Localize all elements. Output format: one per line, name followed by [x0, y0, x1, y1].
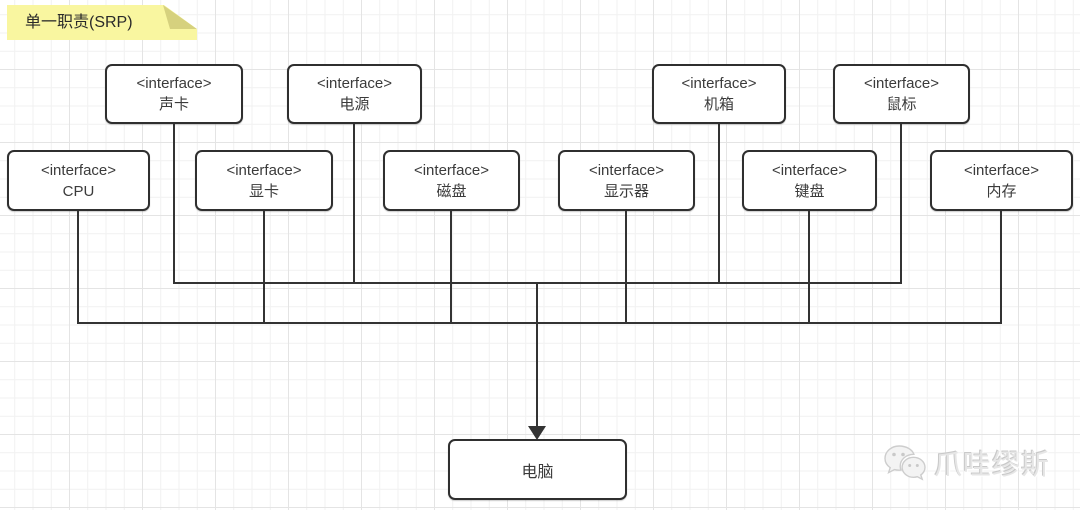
interface-box-soundcard: <interface> 声卡	[105, 64, 243, 124]
interface-label-monitor: 显示器	[603, 182, 649, 200]
interface-box-monitor: <interface> 显示器	[558, 150, 695, 211]
stereotype-label: <interface>	[588, 161, 665, 179]
interface-label-disk: 磁盘	[436, 182, 467, 200]
interface-box-disk: <interface> 磁盘	[383, 150, 520, 211]
interface-label-gpu: 显卡	[248, 182, 279, 200]
interface-box-mouse: <interface> 鼠标	[833, 64, 970, 124]
stereotype-label: <interface>	[413, 161, 490, 179]
folded-corner-icon	[163, 5, 197, 29]
stereotype-label: <interface>	[681, 75, 757, 92]
connector-leg-case	[718, 123, 720, 284]
interface-box-keyboard: <interface> 键盘	[742, 150, 877, 211]
title-note-label: 单一职责(SRP)	[25, 14, 133, 31]
arrowhead-icon	[528, 426, 546, 440]
stereotype-label: <interface>	[40, 161, 117, 179]
interface-box-gpu: <interface> 显卡	[195, 150, 333, 211]
connector-bus-lower	[77, 322, 1002, 324]
wechat-icon	[884, 445, 926, 481]
interface-box-power: <interface> 电源	[287, 64, 422, 124]
watermark: 爪哇缪斯	[882, 444, 1050, 482]
interface-label-soundcard: 声卡	[158, 96, 189, 113]
interface-label-cpu: CPU	[62, 182, 95, 200]
watermark-text: 爪哇缪斯	[934, 449, 1051, 480]
interface-label-power: 电源	[339, 96, 370, 113]
stereotype-label: <interface>	[963, 161, 1040, 179]
interface-box-cpu: <interface> CPU	[7, 150, 150, 211]
connector-leg-power	[353, 123, 355, 284]
computer-label: 电脑	[521, 463, 554, 481]
interface-label-case: 机箱	[703, 96, 734, 113]
stereotype-label: <interface>	[136, 75, 212, 92]
stereotype-label: <interface>	[226, 161, 302, 179]
connector-leg-soundcard	[173, 123, 175, 284]
connector-leg-monitor	[625, 210, 627, 324]
interface-label-mouse: 鼠标	[886, 96, 917, 113]
stereotype-label: <interface>	[863, 75, 940, 92]
connector-trunk	[536, 282, 538, 430]
connector-leg-mouse	[900, 123, 902, 284]
connector-leg-disk	[450, 210, 452, 324]
title-note: 单一职责(SRP)	[7, 5, 197, 40]
stereotype-label: <interface>	[771, 161, 848, 179]
connector-leg-gpu	[263, 210, 265, 324]
interface-label-keyboard: 键盘	[794, 182, 825, 200]
interface-box-case: <interface> 机箱	[652, 64, 786, 124]
connector-leg-cpu	[77, 210, 79, 324]
interface-box-memory: <interface> 内存	[930, 150, 1073, 211]
connector-leg-memory	[1000, 210, 1002, 324]
computer-box: 电脑	[448, 439, 627, 500]
stereotype-label: <interface>	[316, 75, 393, 92]
connector-leg-keyboard	[808, 210, 810, 324]
interface-label-memory: 内存	[986, 182, 1017, 200]
